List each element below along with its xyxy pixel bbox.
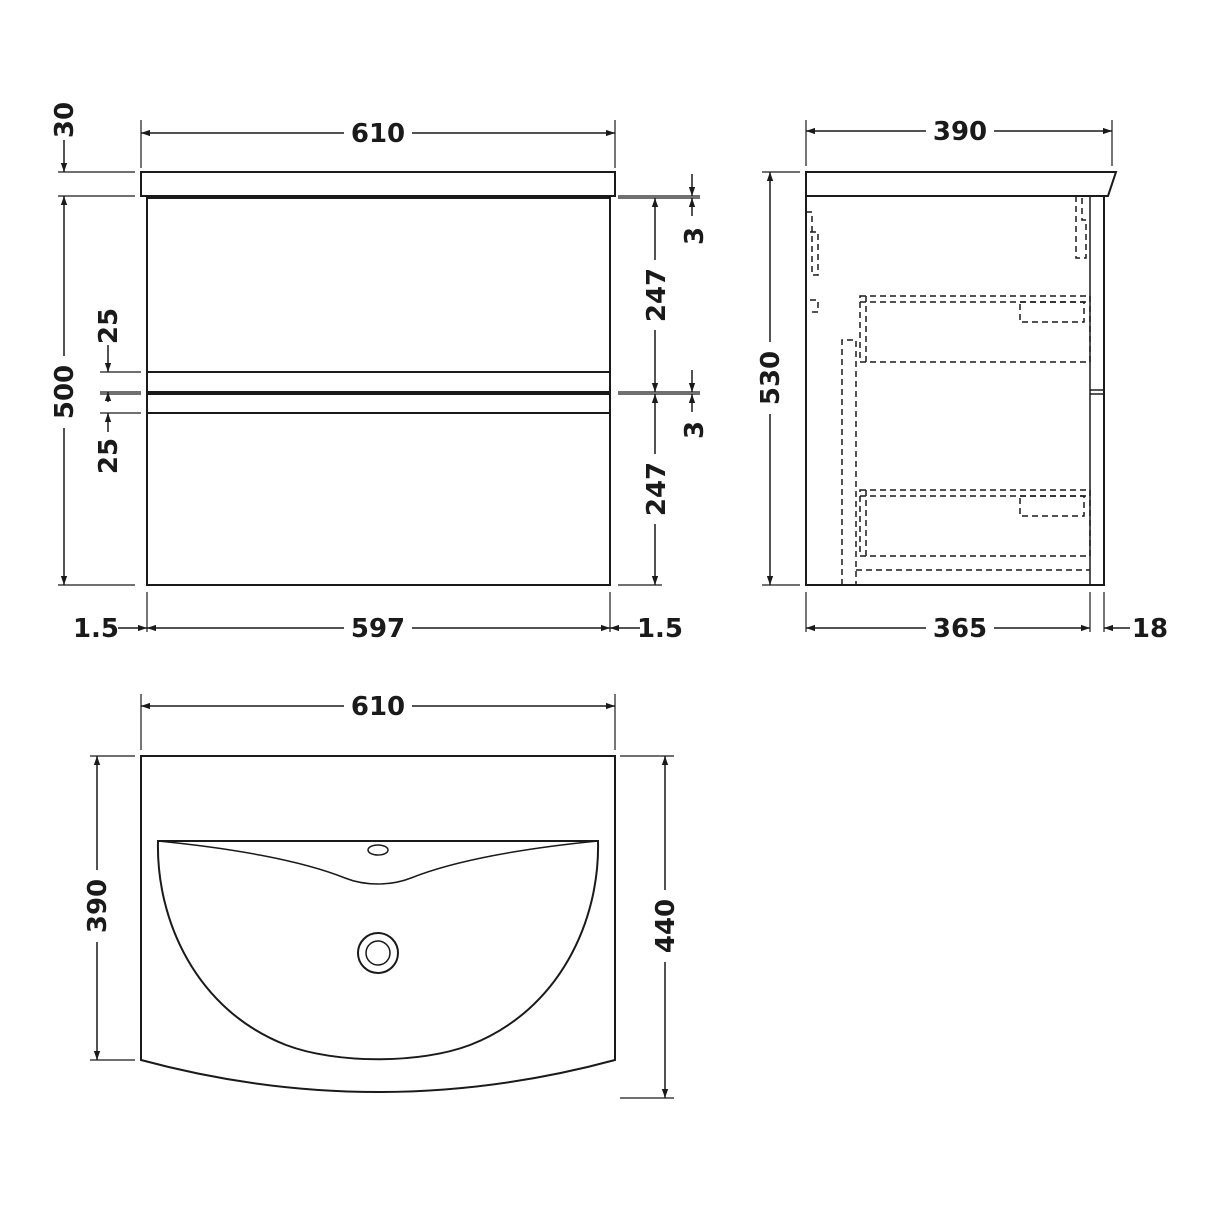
dim-basin-width: 610 <box>140 688 616 750</box>
label-side-right: 1.5 <box>637 614 683 644</box>
front-view <box>140 171 616 586</box>
label-basin-width: 610 <box>351 692 405 722</box>
dim-front-width-top: 610 <box>140 115 616 168</box>
dim-overall-height: 500 <box>46 196 135 586</box>
front-drawer-top <box>146 197 611 373</box>
label-drawer-gap-top: 25 <box>94 308 124 344</box>
label-overall-height: 500 <box>50 365 80 419</box>
dim-basin-depth-right: 440 <box>620 755 683 1099</box>
label-front-width-top: 610 <box>351 119 405 149</box>
front-handle-rail <box>146 371 611 393</box>
label-side-depth-body: 365 <box>933 614 987 644</box>
side-view <box>805 171 1118 586</box>
dim-basin-depth-left: 390 <box>79 755 135 1061</box>
label-basin-depth-right: 440 <box>651 899 681 953</box>
label-drawer-height-top: 247 <box>642 268 672 322</box>
side-carcass <box>805 195 1105 586</box>
label-basin-depth-left: 390 <box>83 879 113 933</box>
label-side-left: 1.5 <box>73 614 119 644</box>
dim-side-bottom: 365 18 <box>805 592 1168 644</box>
label-side-door-thickness: 18 <box>1132 614 1168 644</box>
side-drawer-box-top <box>859 295 1091 363</box>
label-drawer-gap-bottom: 25 <box>94 438 124 474</box>
basin-outline <box>140 755 616 1093</box>
dim-side-height: 530 <box>752 171 800 586</box>
basin-rim <box>157 840 599 885</box>
front-drawer-bottom-face <box>146 412 611 586</box>
tap-hole <box>367 844 389 856</box>
side-drawer-box-bottom <box>859 489 1091 557</box>
waste-outer <box>357 932 399 974</box>
label-gap-right-top: 3 <box>680 227 710 245</box>
dim-worktop-thickness: 30 <box>50 102 135 197</box>
dim-front-right: 3 247 3 247 <box>618 174 710 586</box>
front-worktop <box>140 171 616 197</box>
front-drawer-bottom <box>146 393 611 414</box>
plan-view <box>140 755 616 1093</box>
label-side-depth-top: 390 <box>933 117 987 147</box>
label-side-height: 530 <box>756 351 786 405</box>
wall-bracket <box>806 211 819 276</box>
label-drawer-height-bottom: 247 <box>642 462 672 516</box>
dim-front-bottom: 597 1.5 1.5 <box>73 592 683 644</box>
label-front-width-inner: 597 <box>351 614 405 644</box>
dim-drawer-gap-top: 25 <box>94 308 141 402</box>
waste-inner <box>365 940 391 966</box>
dim-drawer-gap-bottom: 25 <box>94 393 141 474</box>
side-worktop <box>805 171 1118 197</box>
label-gap-right-mid: 3 <box>680 421 710 439</box>
basin-bowl <box>156 840 600 1061</box>
label-worktop-thickness: 30 <box>50 102 80 138</box>
dim-side-depth-top: 390 <box>805 113 1113 166</box>
